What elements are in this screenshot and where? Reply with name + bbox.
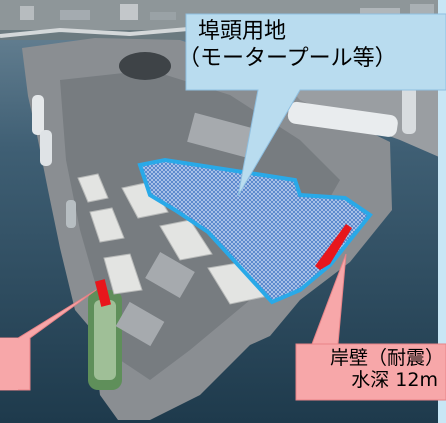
dome-building — [119, 52, 171, 80]
moored-ship-east — [287, 101, 398, 137]
moored-ship-west-2 — [40, 130, 52, 166]
moored-ship-west-1 — [32, 95, 44, 135]
moored-ship-west-4-deck — [94, 300, 116, 380]
moored-ship-far-east — [402, 86, 416, 134]
quay-berth-marker — [315, 224, 352, 270]
quay-label: 岸壁（耐震） 水深 12m — [329, 347, 444, 392]
quay-callout — [295, 253, 446, 401]
partial-callout-left-body — [0, 338, 18, 390]
area-callout — [185, 13, 446, 197]
quay-label-line2: 水深 12m — [351, 368, 438, 391]
area-label: 埠頭用地 （モータープール等） — [178, 19, 397, 70]
west-berth-marker — [95, 279, 111, 307]
quay-label-line1: 岸壁（耐震） — [329, 347, 444, 369]
frame-edge — [438, 0, 446, 423]
moored-ship-west-3 — [66, 200, 76, 228]
parking-lots — [115, 112, 253, 347]
wharf-land-area — [137, 157, 373, 305]
area-label-line2: （モータープール等） — [178, 46, 397, 72]
area-label-line1: 埠頭用地 — [198, 19, 287, 44]
